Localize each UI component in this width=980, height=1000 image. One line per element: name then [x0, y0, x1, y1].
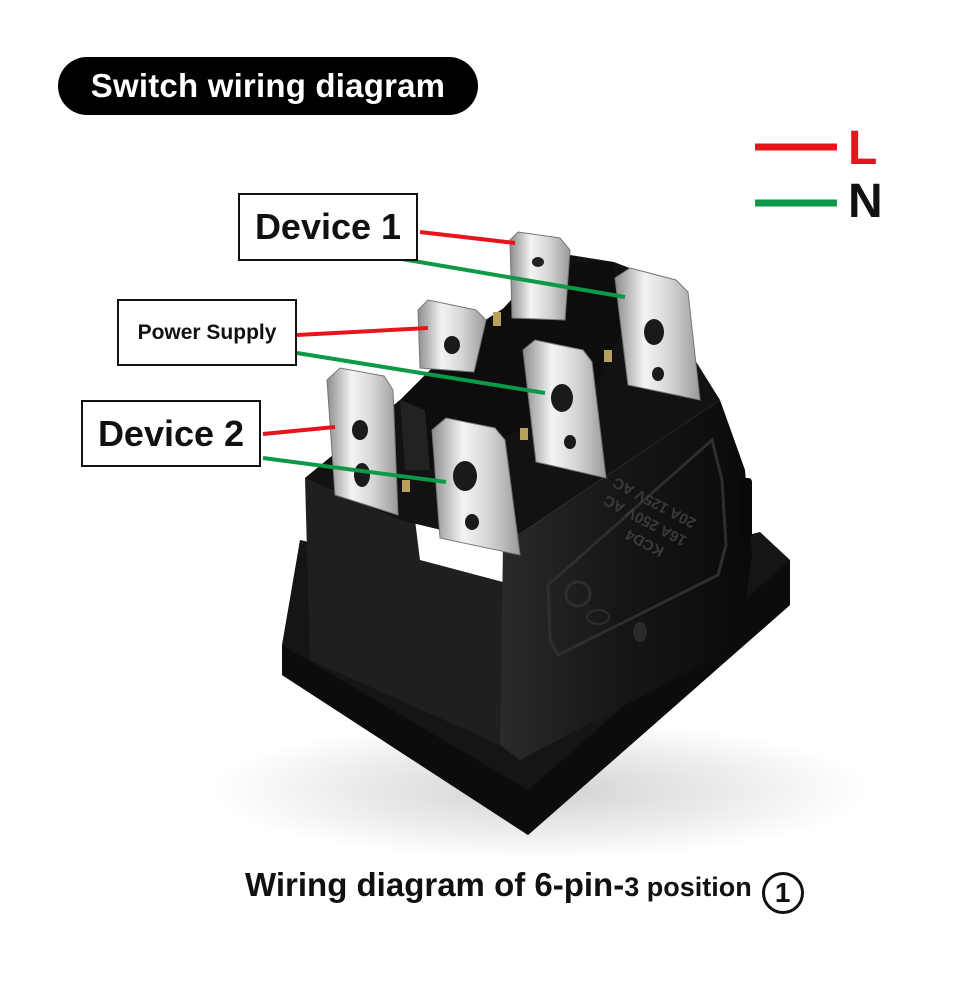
switch-locator-hole [633, 622, 647, 642]
wire-device1-neutral [401, 257, 626, 299]
terminal-pin-middle-left [417, 299, 487, 373]
caption-main: Wiring diagram of 6-pin- [245, 866, 625, 903]
wire-device1-live [419, 230, 516, 245]
wire-power-live [296, 326, 429, 337]
terminal-pin-bottom-right [431, 417, 521, 556]
power-supply-label: Power Supply [117, 299, 297, 366]
pin-stub [604, 350, 612, 362]
switch-rocker-block [400, 262, 622, 470]
wire-device2-live [262, 425, 336, 436]
legend-n-label: N [848, 175, 883, 228]
ce-mark [564, 580, 592, 608]
device-2-label: Device 2 [81, 400, 261, 467]
wire-power-neutral [296, 351, 546, 395]
caption-number-badge: 1 [761, 872, 804, 914]
cqc-mark [586, 609, 610, 625]
switch-marking-panel [546, 437, 728, 657]
legend-l-label: L [848, 122, 878, 175]
switch-side-clip [738, 478, 752, 538]
switch-rocker-side [400, 400, 430, 470]
caption-position: 3 position [624, 872, 752, 902]
terminal-pin-bottom-left [326, 367, 399, 516]
pin-stub [493, 312, 501, 326]
device-1-label: Device 1 [238, 193, 418, 261]
switch-body-front [500, 400, 752, 760]
pin-stub [402, 480, 410, 492]
terminal-pin-middle-right [522, 339, 607, 479]
terminal-pin-top-right [614, 267, 701, 401]
pin-stub [520, 428, 528, 440]
diagram-caption: Wiring diagram of 6-pin- 3 position 1 [245, 866, 804, 914]
diagram-title: Switch wiring diagram [58, 57, 478, 115]
terminal-pin-top-left [509, 231, 571, 321]
wire-device2-neutral [262, 456, 447, 484]
